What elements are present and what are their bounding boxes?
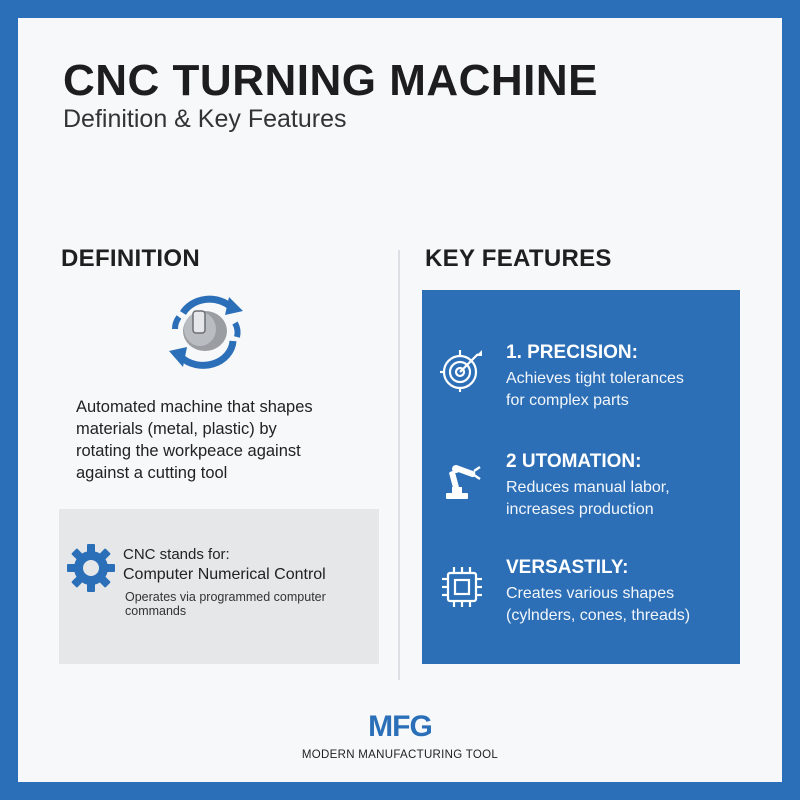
gear-icon [67,544,115,592]
feature-item: 1. PRECISION: Achieves tight tolerances … [422,342,740,422]
feature-desc-line: Achieves tight tolerances [506,370,684,387]
footer-logo: MFG [18,708,782,747]
feature-item: 2 UTOMATION: Reduces manual labor, incre… [422,451,740,531]
feature-title: 2 UTOMATION: [506,451,642,472]
rotation-cycle-icon [169,295,243,369]
definition-line: Automated machine that shapes [76,398,313,416]
feature-item: VERSASTILY: Creates various shapes (cyln… [422,557,740,637]
logo-text: MFG [368,710,432,742]
definition-line: rotating the workpeace against [76,442,301,460]
feature-description: Creates various shapes (cylnders, cones,… [506,583,731,627]
feature-title: 1. PRECISION: [506,342,638,363]
cnc-meaning: Computer Numerical Control [123,566,326,583]
page-subtitle: Definition & Key Features [63,105,347,133]
cnc-label: CNC stands for: [123,546,230,563]
section-divider [398,250,400,680]
cnc-info-box: CNC stands for: Computer Numerical Contr… [59,509,379,664]
feature-desc-line: for complex parts [506,392,629,409]
feature-desc-line: (cylnders, cones, threads) [506,607,691,624]
mfg-logo-icon: MFG [368,710,433,743]
definition-line: against a cutting tool [76,464,228,482]
features-panel: 1. PRECISION: Achieves tight tolerances … [422,290,740,664]
definition-text: Automated machine that shapes materials … [76,396,376,484]
robot-arm-icon [446,465,481,499]
feature-desc-line: Reduces manual labor, [506,479,670,496]
footer-tagline: MODERN MANUFACTURING TOOL [301,749,499,761]
infographic-card: CNC TURNING MACHINE Definition & Key Fea… [18,18,782,782]
definition-heading: DEFINITION [61,245,200,272]
feature-description: Achieves tight tolerances for complex pa… [506,368,731,412]
target-icon [440,350,482,392]
feature-description: Reduces manual labor, increases producti… [506,477,731,521]
feature-desc-line: Creates various shapes [506,585,675,602]
features-heading: KEY FEATURES [425,245,612,272]
feature-desc-line: increases production [506,501,654,518]
feature-title: VERSASTILY: [506,557,629,578]
definition-line: materials (metal, plastic) by [76,420,277,438]
page-title: CNC TURNING MACHINE [63,56,599,105]
chip-icon [442,567,482,607]
cnc-description: Operates via programmed computer command… [125,590,326,618]
